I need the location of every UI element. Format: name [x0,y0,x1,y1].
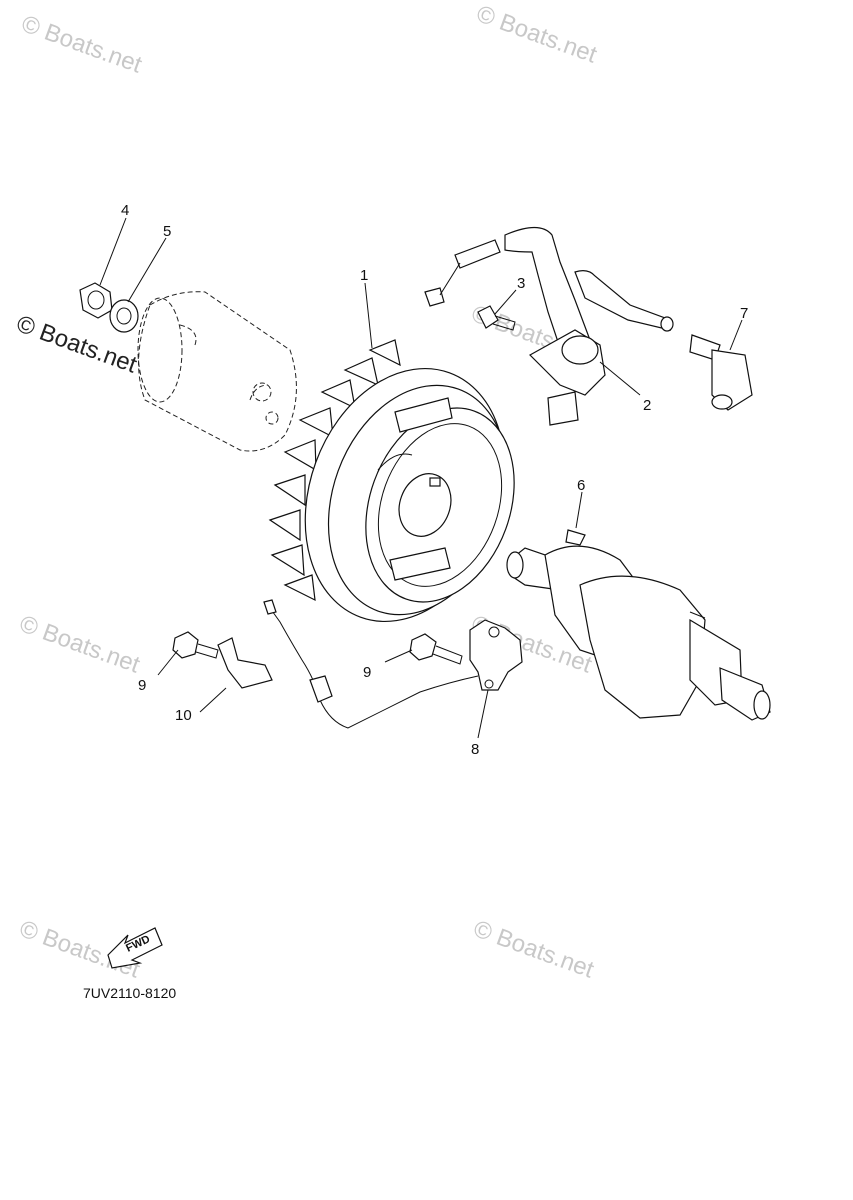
nut-washer [79,282,139,333]
fwd-arrow-icon: FWD [107,927,163,969]
callout-8: 8 [471,741,479,758]
callout-10: 10 [175,707,192,724]
watermark-top-right: © Boats.net [473,0,601,68]
callout-9-left: 9 [138,677,146,694]
callout-3: 3 [517,275,525,292]
callout-4: 4 [121,202,129,219]
starter-cup [137,291,297,452]
callout-5: 5 [163,223,171,240]
crankshaft [506,545,771,721]
pulser-coil [263,599,523,729]
callout-9-right: 9 [363,664,371,681]
watermark-top-left: © Boats.net [18,10,146,78]
callout-1: 1 [360,267,368,284]
watermark-bottom-right: © Boats.net [470,915,598,983]
callout-numbers: 1 2 3 4 5 6 7 8 9 9 10 [121,202,748,758]
plug-cap [689,334,753,411]
callout-2: 2 [643,397,651,414]
leader-lines [99,217,743,739]
ignition-coil [424,226,674,426]
callout-6: 6 [577,477,585,494]
watermark-lower-left: © Boats.net [16,610,144,678]
woodruff-key [565,529,586,546]
drawing-code: 7UV2110-8120 [83,985,176,1001]
bolts-plate [172,631,463,689]
callout-7: 7 [740,305,748,322]
flywheel [268,339,515,623]
